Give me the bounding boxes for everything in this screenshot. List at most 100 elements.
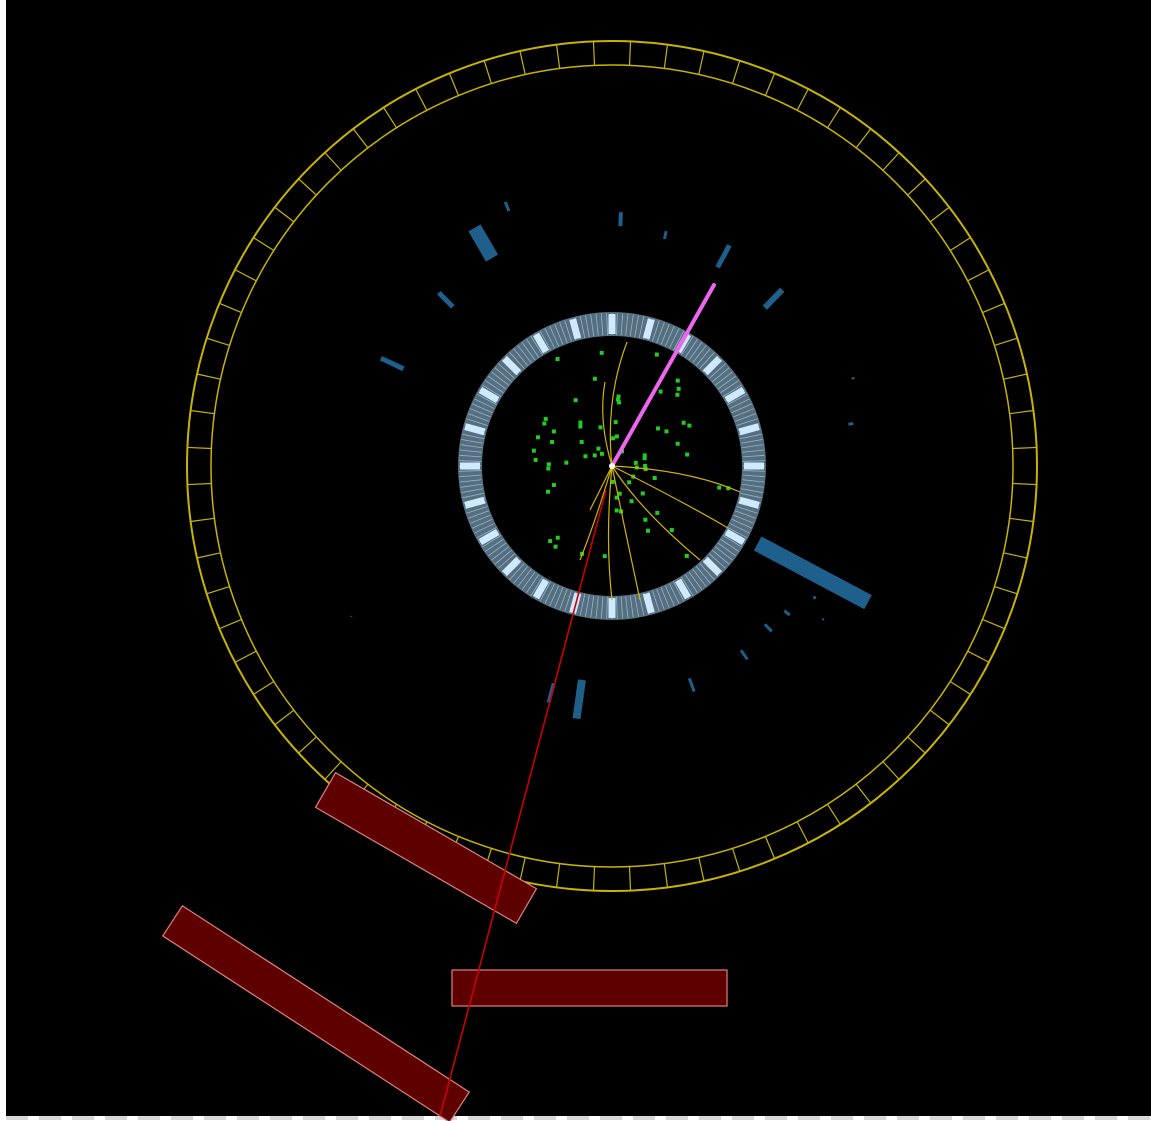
hcal-segment <box>219 302 242 314</box>
hcal-segment <box>907 178 926 196</box>
hcal-segment <box>882 761 900 780</box>
tracker-hit <box>551 483 556 488</box>
tracker-hit <box>553 544 558 549</box>
hcal-segment <box>234 650 257 663</box>
tracker-hit <box>614 495 619 500</box>
hcal-segment <box>663 863 669 888</box>
hcal-segment <box>555 44 561 69</box>
tracker-strip <box>742 454 765 458</box>
ecal-tower <box>763 623 773 633</box>
tracker-strip <box>616 596 618 619</box>
tracker-strip <box>727 393 748 405</box>
tracker-module <box>478 528 500 546</box>
tracker-hit <box>642 456 647 461</box>
hcal-segment <box>764 73 776 96</box>
hcal-segment <box>732 60 741 84</box>
tracker-hit <box>610 479 615 484</box>
hcal-segment <box>448 73 460 96</box>
hcal-segment <box>519 857 526 882</box>
tracker-strip <box>482 535 502 548</box>
ecal-tower <box>350 615 353 618</box>
tracker-strip <box>638 316 645 338</box>
tracker-strip <box>717 375 737 390</box>
tracker-hit <box>655 510 660 515</box>
hcal-segment <box>592 41 596 66</box>
tracker-strip <box>539 330 551 351</box>
charged-track <box>609 341 628 467</box>
hcal-segment <box>196 373 221 380</box>
tracker-module <box>738 496 760 509</box>
tracker-strip <box>459 454 482 458</box>
tracker-strip <box>664 585 675 606</box>
charged-tracks <box>579 341 741 601</box>
tracker-strip <box>741 444 764 449</box>
tracker-hit <box>592 453 597 458</box>
hcal-layer <box>186 40 1038 892</box>
hcal-inner-ring <box>210 64 1014 868</box>
hcal-segment <box>206 337 230 346</box>
tracker-hit <box>658 389 663 394</box>
tracker-hit <box>592 376 597 381</box>
hcal-segment <box>994 337 1018 346</box>
hcal-segment <box>628 41 632 66</box>
tracker-hit <box>614 434 619 439</box>
tracker-strip <box>459 470 482 472</box>
tracker-hit <box>546 462 551 467</box>
tracker-strip <box>487 542 507 557</box>
ecal-tower <box>851 376 855 380</box>
tracker-strip <box>695 566 711 584</box>
tracker-strip <box>673 330 685 351</box>
hcal-segment <box>555 863 561 888</box>
tracker-strip <box>590 314 595 337</box>
hcal-segment <box>994 586 1018 595</box>
tracker-strip <box>625 313 629 336</box>
tracker-hit <box>717 485 722 490</box>
tracker-module <box>569 318 582 340</box>
ecal-tower <box>662 230 668 240</box>
tracker-strip <box>498 553 515 569</box>
hcal-segment <box>967 650 990 663</box>
tracker-strip <box>742 449 765 453</box>
tracker-strip <box>590 595 595 618</box>
tracker-strip <box>606 313 608 336</box>
hcal-segment <box>1012 446 1037 450</box>
tracker-strip <box>606 596 608 619</box>
charged-track <box>589 465 613 511</box>
tracker-strip <box>681 576 694 596</box>
tracker-module <box>502 356 522 376</box>
ecal-tower <box>546 682 556 704</box>
ecal-tower <box>687 677 696 693</box>
tracker-strip <box>472 518 493 529</box>
tracker-strip <box>712 549 730 565</box>
tracker-hit <box>669 528 674 533</box>
tracker-strip <box>579 594 586 616</box>
tracker-strip <box>491 546 510 561</box>
tracker-strip <box>544 328 555 349</box>
ecal-tower <box>821 618 825 621</box>
tracker-strip <box>585 315 590 338</box>
tracker-strip <box>734 413 756 422</box>
tracker-hit <box>617 491 622 496</box>
hcal-segment <box>967 269 990 282</box>
tracker-strip <box>720 380 740 394</box>
tracker-module <box>738 423 760 436</box>
tracker-strip <box>494 549 512 565</box>
charged-track <box>607 465 613 601</box>
ecal-deposits <box>350 201 872 720</box>
hcal-segment <box>324 761 342 780</box>
ecal-tower <box>812 595 817 600</box>
tracker-strip <box>634 315 639 338</box>
tracker-hit <box>602 554 607 559</box>
tracker-strip <box>539 581 551 602</box>
tracker-module <box>532 578 550 600</box>
tracker-strip <box>549 326 560 347</box>
tracker-strip <box>709 553 726 569</box>
ecal-tower <box>468 224 499 262</box>
tracker-strip <box>629 314 634 337</box>
tracker-hit <box>664 429 669 434</box>
tracker-hit <box>555 535 560 540</box>
muon-chamber <box>451 969 728 1007</box>
tracker-strip <box>669 328 680 349</box>
tracker-strip <box>462 492 484 499</box>
